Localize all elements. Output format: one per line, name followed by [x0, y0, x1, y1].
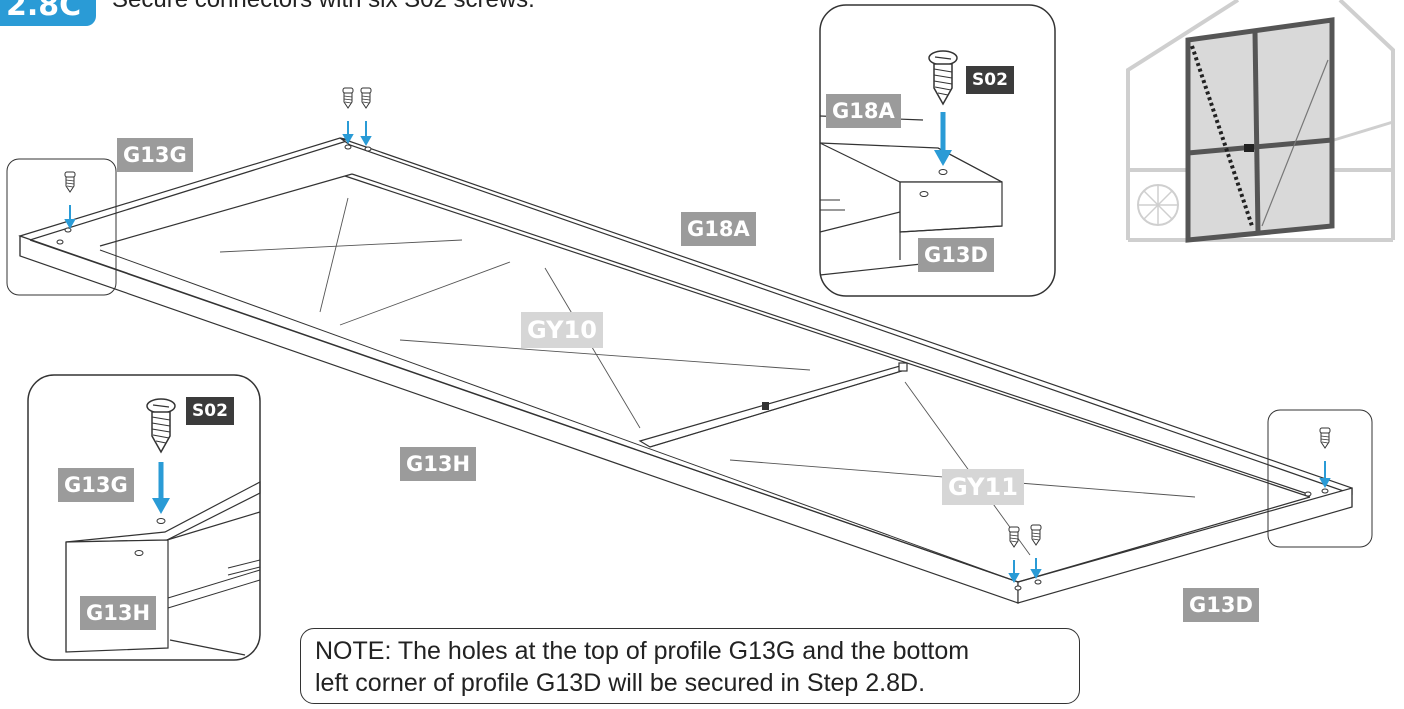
- label-g13d: G13D: [1183, 588, 1259, 622]
- label-gy11: GY11: [942, 469, 1024, 505]
- arrow-down-icon: [152, 462, 170, 514]
- detail-screw-label: S02: [966, 66, 1014, 94]
- frame-g13d: [1017, 487, 1353, 604]
- callout-box-right: [1267, 409, 1373, 548]
- note-line: left corner of profile G13D will be secu…: [315, 669, 926, 697]
- arrow-down-icon: [934, 112, 952, 166]
- middle-connector-bar: [638, 362, 908, 448]
- step-instruction: Secure connectors with six S02 screws.: [112, 0, 535, 14]
- detail-label-g13g: G13G: [58, 468, 134, 502]
- detail-label-g18a: G18A: [826, 94, 901, 128]
- step-number-badge: 2.8C: [0, 0, 96, 26]
- note-box: NOTE: The holes at the top of profile G1…: [300, 628, 1080, 704]
- arrow-down-icon: [64, 121, 1331, 584]
- label-g18a: G18A: [681, 212, 756, 246]
- label-g13h: G13H: [400, 447, 477, 481]
- panel-gy10-lines: [219, 197, 811, 429]
- label-g13g: G13G: [117, 138, 193, 172]
- detail-label-g13d: G13D: [918, 238, 994, 272]
- greenhouse-locator-icon: [1126, 0, 1395, 243]
- label-gy10: GY10: [521, 312, 603, 348]
- detail-screw-label: S02: [186, 397, 234, 425]
- frame-holes: [56, 144, 1329, 591]
- note-line: NOTE: The holes at the top of profile G1…: [315, 637, 970, 665]
- callout-box-left: [6, 158, 117, 296]
- detail-label-g13h: G13H: [80, 596, 157, 630]
